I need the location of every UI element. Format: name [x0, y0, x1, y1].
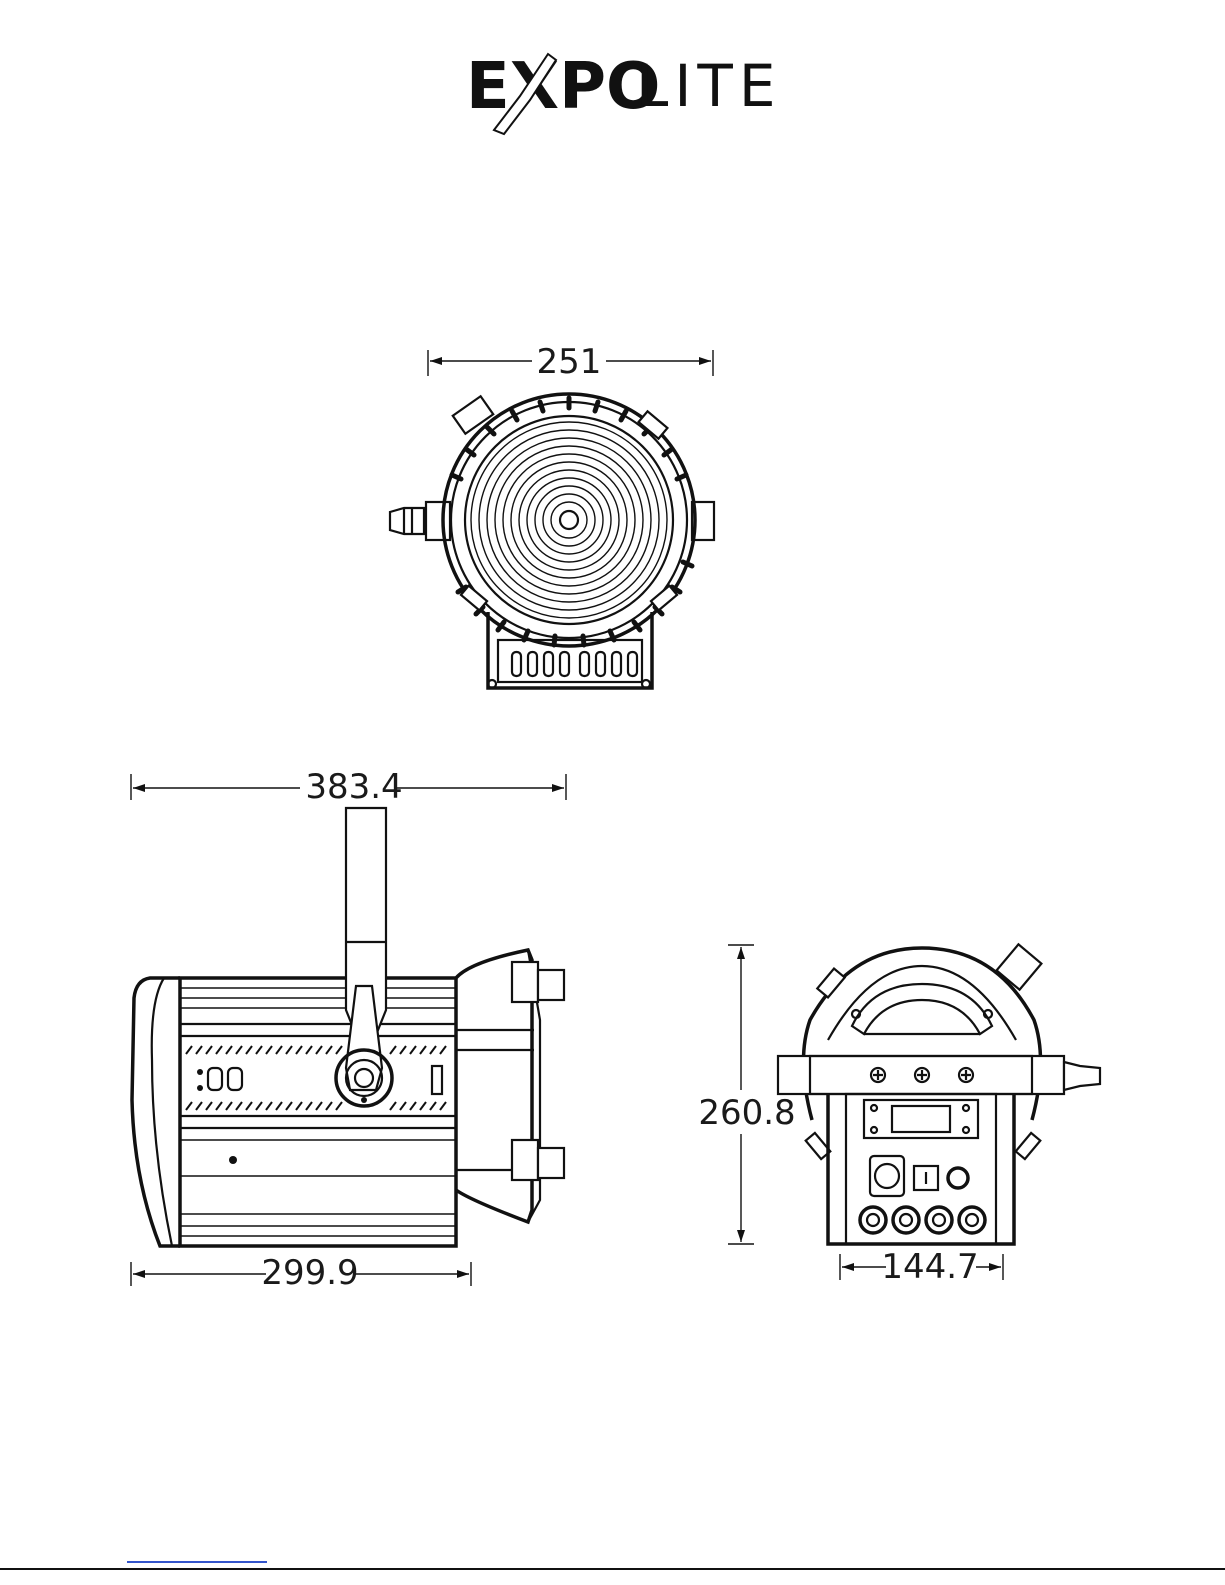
side-view: 383.4 299.9 — [131, 767, 566, 1293]
rear-view: 260.8 144.7 — [698, 944, 1100, 1287]
body-fins — [180, 988, 456, 1236]
side-length-dimension: 383.4 — [305, 767, 402, 807]
side-body-length-dimension: 299.9 — [261, 1253, 358, 1293]
brand-logo-heavy: EXPO — [466, 50, 660, 124]
fresnel-lens — [471, 422, 667, 618]
xlr-connectors — [860, 1207, 985, 1233]
rear-height-dimension: 260.8 — [698, 1093, 795, 1133]
vent-hatching — [186, 1046, 446, 1110]
footer-rule — [0, 1568, 1225, 1570]
brand-logo-light: LITE — [636, 52, 782, 120]
footer-link-underline — [127, 1561, 267, 1563]
brand-logo: EXPO LITE — [466, 50, 782, 134]
front-width-dimension: 251 — [537, 342, 602, 382]
rear-width-dimension: 144.7 — [881, 1247, 978, 1287]
front-view: 251 — [390, 342, 714, 688]
yoke-base-slots — [512, 652, 637, 676]
